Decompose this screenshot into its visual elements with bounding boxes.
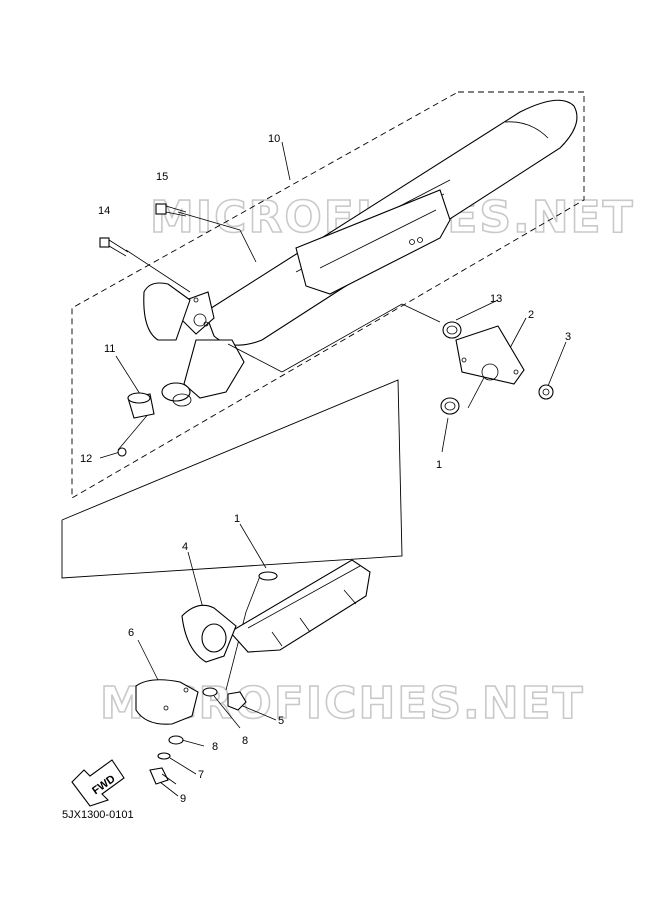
callout-8-b: 8	[212, 741, 218, 753]
part-2-flange	[455, 325, 525, 385]
part-12-bolt	[117, 447, 127, 457]
callout-13: 13	[490, 293, 502, 305]
callout-8-a: 8	[242, 735, 248, 747]
part-5-nut	[227, 691, 247, 711]
callout-1-upper: 1	[436, 459, 442, 471]
part-13-gasket	[442, 321, 462, 339]
callout-3: 3	[565, 331, 571, 343]
part-9-bolt	[149, 767, 177, 785]
part-4-exhaust-pipe	[181, 559, 371, 663]
part-1-gasket-lower	[258, 571, 278, 581]
dashed-assembly-frame	[71, 91, 585, 499]
part-14-bolt	[99, 237, 129, 257]
part-7-spring-washer	[157, 752, 171, 760]
callout-15: 15	[156, 171, 168, 183]
part-11-collar	[127, 392, 155, 419]
callout-5: 5	[278, 715, 284, 727]
part-8-washer-a	[202, 687, 218, 697]
part-15-bolt	[155, 203, 187, 217]
callout-11: 11	[104, 343, 115, 355]
callout-numbers: 10 15 14 13 2 3 11 12 1 1 4 6 5 8 8 7 9	[80, 133, 571, 805]
part-6-heat-protector	[135, 679, 199, 725]
callout-1-lower: 1	[234, 513, 240, 525]
solid-assembly-frame	[61, 379, 403, 579]
callout-14: 14	[98, 205, 110, 217]
callout-4: 4	[182, 541, 188, 553]
part-8-washer-b	[168, 735, 184, 745]
callout-6: 6	[128, 627, 134, 639]
callout-12: 12	[80, 453, 92, 465]
callout-7: 7	[198, 769, 204, 781]
callout-2: 2	[528, 309, 534, 321]
part-1-gasket-upper	[440, 397, 460, 415]
leader-lines	[99, 141, 567, 797]
callout-9: 9	[180, 793, 186, 805]
catalog-number: 5JX1300-0101	[62, 809, 134, 821]
fwd-arrow: FWD	[71, 759, 125, 807]
muffler-assembly	[143, 99, 578, 407]
part-3-nut	[538, 384, 554, 400]
callout-10: 10	[268, 133, 280, 145]
